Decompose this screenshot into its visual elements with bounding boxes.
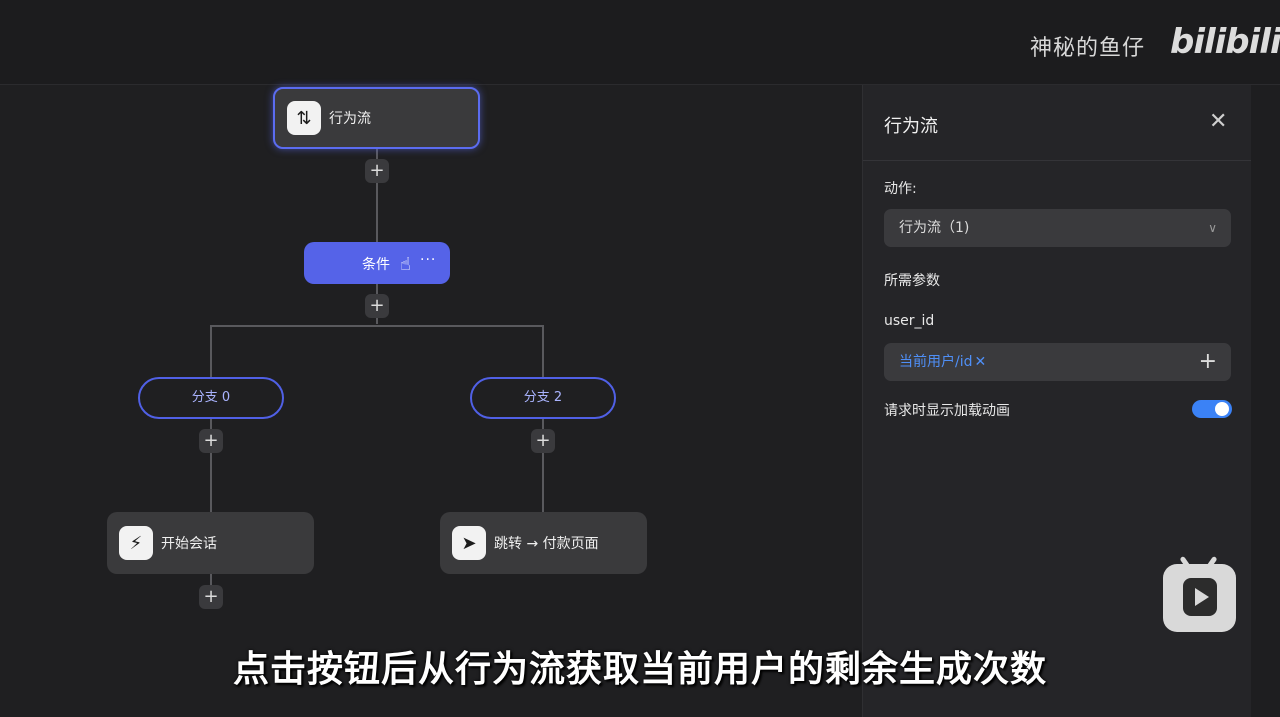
panel-title: 行为流 <box>884 116 938 137</box>
flow-node-jump[interactable]: ➤ 跳转 → 付款页面 <box>440 512 647 574</box>
action-label: 动作: <box>884 181 917 197</box>
connector-line <box>542 419 544 512</box>
param-name: user_id <box>884 313 935 329</box>
add-step-button[interactable]: + <box>531 429 555 453</box>
node-label: 跳转 → 付款页面 <box>494 536 599 552</box>
top-bar: 神秘的鱼仔 bilibili <box>0 0 1280 85</box>
param-value-field[interactable]: 当前用户/id✕ + <box>884 343 1231 381</box>
bilibili-tv-icon <box>1163 555 1236 632</box>
hand-cursor-icon: ☝ <box>400 254 411 275</box>
action-select-value: 行为流（1) <box>899 220 970 236</box>
play-icon <box>1183 578 1217 616</box>
divider <box>863 160 1251 161</box>
connector-line <box>542 325 544 377</box>
connector-line <box>210 574 212 594</box>
toggle-knob <box>1215 402 1229 416</box>
bilibili-logo: bilibili <box>1170 22 1280 62</box>
loading-animation-label: 请求时显示加载动画 <box>884 403 1010 419</box>
node-label: 行为流 <box>329 111 371 127</box>
node-label: 开始会话 <box>161 536 217 552</box>
params-label: 所需参数 <box>884 273 940 289</box>
variable-tag: 当前用户/id <box>899 354 973 370</box>
flow-node-start-session[interactable]: ⚡ 开始会话 <box>107 512 314 574</box>
action-select[interactable]: 行为流（1) ∨ <box>884 209 1231 247</box>
branch-node-2[interactable]: 分支 2 <box>470 377 616 419</box>
send-icon: ➤ <box>452 526 486 560</box>
add-step-button[interactable]: + <box>365 159 389 183</box>
add-step-button[interactable]: + <box>365 294 389 318</box>
close-icon[interactable]: ✕ <box>1209 109 1228 134</box>
remove-variable-icon[interactable]: ✕ <box>974 354 987 370</box>
video-subtitle: 点击按钮后从行为流获取当前用户的剩余生成次数 <box>232 649 1047 690</box>
add-step-button[interactable]: + <box>199 429 223 453</box>
connector-line <box>210 419 212 512</box>
connector-line <box>210 325 212 377</box>
branch-node-0[interactable]: 分支 0 <box>138 377 284 419</box>
node-label: 条件 <box>362 257 390 273</box>
lightning-icon: ⚡ <box>119 526 153 560</box>
more-options-button[interactable]: ··· <box>420 252 437 268</box>
watermark-author: 神秘的鱼仔 <box>1030 36 1146 61</box>
connector-line <box>376 147 378 242</box>
flow-canvas[interactable]: ⇅ 行为流 + 条件 ☝ ··· + 分支 0 分支 2 + + ⚡ 开始会话 … <box>0 85 862 717</box>
condition-node[interactable]: 条件 ☝ ··· <box>304 242 450 284</box>
swap-vertical-icon: ⇅ <box>287 101 321 135</box>
add-variable-button[interactable]: + <box>1198 349 1217 374</box>
loading-animation-toggle[interactable] <box>1192 400 1232 418</box>
connector-line <box>210 325 544 327</box>
add-step-button[interactable]: + <box>199 585 223 609</box>
chevron-down-icon: ∨ <box>1208 221 1217 235</box>
flow-node-root[interactable]: ⇅ 行为流 <box>273 87 480 149</box>
